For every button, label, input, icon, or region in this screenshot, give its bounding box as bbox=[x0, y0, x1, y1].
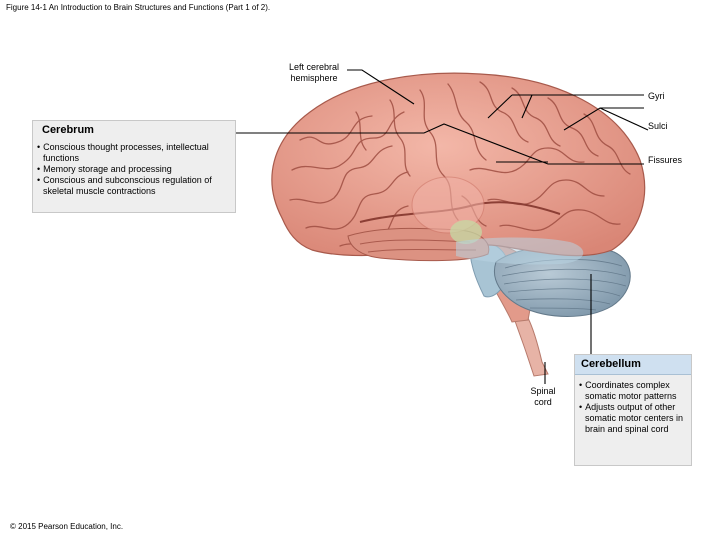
label-fissures: Fissures bbox=[648, 155, 683, 165]
cerebrum-function-item: Conscious and subconscious regulation of… bbox=[35, 175, 231, 197]
leader-lines bbox=[236, 69, 649, 384]
cerebrum-function-item: Memory storage and processing bbox=[35, 164, 231, 175]
cerebellum-heading: Cerebellum bbox=[575, 355, 691, 375]
figure-title: Figure 14-1 An Introduction to Brain Str… bbox=[6, 3, 271, 12]
brainstem-overlay bbox=[456, 237, 584, 265]
cerebellum-function-list: Coordinates complex somatic motor patter… bbox=[575, 375, 691, 435]
label-gyri: Gyri bbox=[648, 91, 665, 101]
midbrain-region bbox=[450, 220, 482, 244]
diencephalon-region bbox=[411, 176, 485, 234]
cerebellum-info-box: Cerebellum Coordinates complex somatic m… bbox=[574, 354, 692, 466]
label-sulci: Sulci bbox=[648, 121, 668, 131]
cerebrum-info-box: Cerebrum Conscious thought processes, in… bbox=[32, 120, 236, 213]
cerebrum-function-item: Conscious thought processes, intellectua… bbox=[35, 142, 231, 164]
label-left-cerebral-hemisphere: Left cerebral hemisphere bbox=[288, 62, 340, 83]
label-spinal-cord: Spinal cord bbox=[530, 386, 556, 407]
cerebellum-function-item: Adjusts output of other somatic motor ce… bbox=[577, 402, 687, 435]
cerebellum-function-item: Coordinates complex somatic motor patter… bbox=[577, 380, 687, 402]
spinal-cord-shape bbox=[513, 317, 549, 377]
cerebrum-function-list: Conscious thought processes, intellectua… bbox=[33, 139, 235, 197]
cerebrum-heading: Cerebrum bbox=[42, 124, 94, 136]
copyright-notice: © 2015 Pearson Education, Inc. bbox=[10, 522, 124, 531]
